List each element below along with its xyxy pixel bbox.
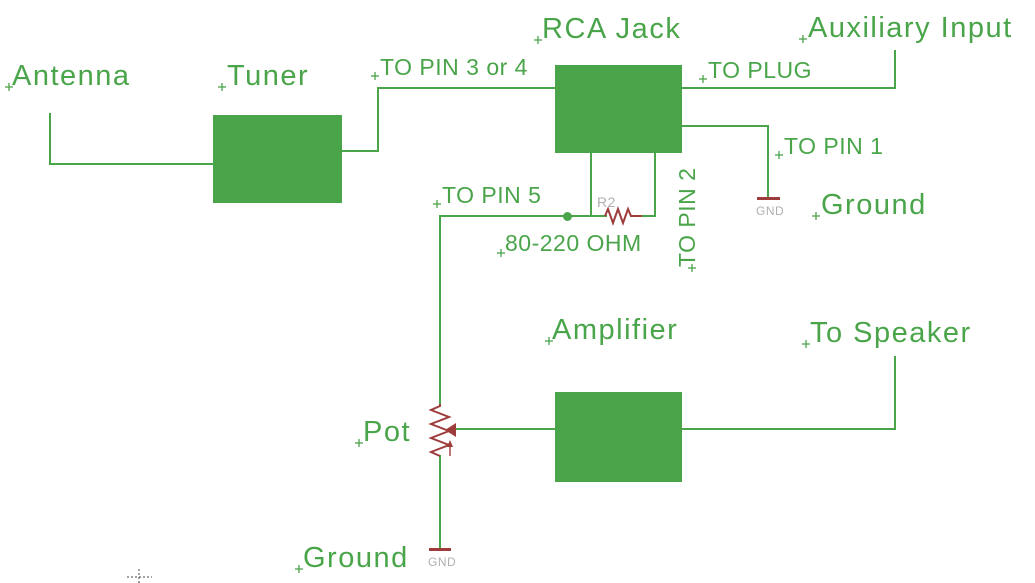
resistor-r2[interactable] <box>604 206 642 226</box>
auxiliary-input-label[interactable]: Auxiliary Input <box>808 12 1013 44</box>
ground-bottom-label[interactable]: Ground <box>303 542 409 574</box>
ground-right-label[interactable]: Ground <box>821 189 927 221</box>
to-pin-5-label[interactable]: TO PIN 5 <box>442 182 541 208</box>
potentiometer[interactable] <box>428 404 452 457</box>
to-pin-2-label[interactable]: TO PIN 2 <box>674 168 700 267</box>
tuner-label[interactable]: Tuner <box>227 60 309 92</box>
amplifier-label[interactable]: Amplifier <box>552 314 678 346</box>
to-speaker-label[interactable]: To Speaker <box>810 317 972 349</box>
resistor-name-label[interactable]: R2 <box>597 194 616 210</box>
amplifier-box[interactable] <box>555 392 682 482</box>
to-pin-3-or-4-label[interactable]: TO PIN 3 or 4 <box>380 54 528 80</box>
resistor-value-label[interactable]: 80-220 OHM <box>505 230 642 256</box>
ground-symbol-bottom[interactable] <box>429 548 451 551</box>
to-plug-label[interactable]: TO PLUG <box>708 57 812 83</box>
rca-jack-box[interactable] <box>555 65 682 153</box>
pot-label[interactable]: Pot <box>363 416 411 448</box>
pot-adjust-arrow-head <box>447 440 453 447</box>
pot-wiper-arrow <box>445 423 456 437</box>
tuner-box[interactable] <box>213 115 342 203</box>
gnd-symbol-bottom-label[interactable]: GND <box>428 555 456 569</box>
junction-dot[interactable] <box>563 212 572 221</box>
antenna-label[interactable]: Antenna <box>12 60 131 92</box>
gnd-symbol-right-label[interactable]: GND <box>756 204 784 218</box>
to-pin-1-label[interactable]: TO PIN 1 <box>784 133 883 159</box>
rca-jack-label[interactable]: RCA Jack <box>542 13 681 45</box>
ground-symbol-right[interactable] <box>757 197 780 200</box>
